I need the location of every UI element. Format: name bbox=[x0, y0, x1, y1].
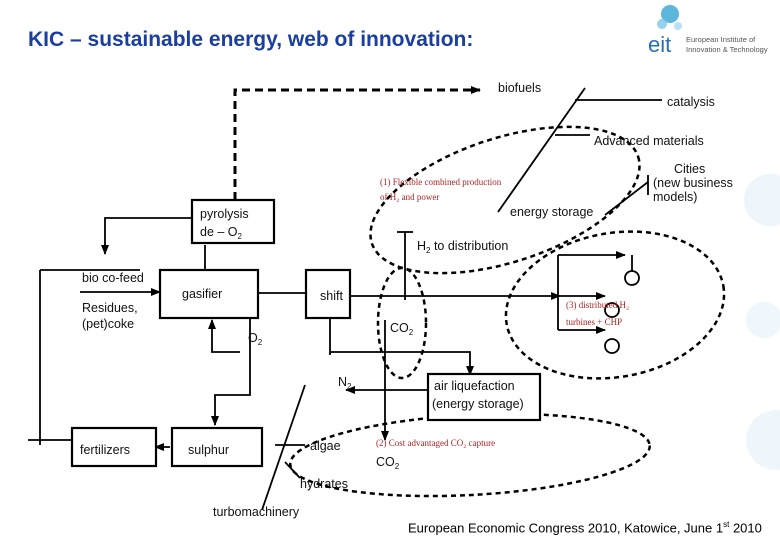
fertilizers-box bbox=[70, 426, 158, 468]
footer-caption: European Economic Congress 2010, Katowic… bbox=[408, 520, 762, 536]
turbomachinery-label: turbomachinery bbox=[213, 505, 300, 519]
background-decoration bbox=[744, 174, 780, 470]
page-title: KIC – sustainable energy, web of innovat… bbox=[28, 28, 474, 51]
cluster-ellipse-flexible bbox=[369, 125, 641, 275]
sulphur-label: sulphur bbox=[188, 443, 229, 457]
pyrolysis-label-line2: de – O2 bbox=[200, 225, 243, 241]
cities-label-line3: models) bbox=[653, 190, 697, 204]
algae-label: algae bbox=[310, 439, 341, 453]
gasifier-label: gasifier bbox=[182, 287, 222, 301]
annotation-flexible-line2: of H₂ and power bbox=[380, 192, 439, 202]
pyrolysis-label-line1: pyrolysis bbox=[200, 207, 249, 221]
logo-line2: Innovation & Technology bbox=[686, 45, 768, 54]
cities-connector bbox=[604, 181, 649, 216]
o2-label: O2 bbox=[248, 331, 263, 347]
biofuels-label: biofuels bbox=[498, 81, 541, 95]
flow-pyrolysis-left bbox=[101, 217, 192, 255]
co2-label-upper: CO2 bbox=[390, 321, 414, 337]
n2-label: N2 bbox=[338, 375, 352, 391]
turbomachinery-diagonal bbox=[261, 384, 306, 511]
air-liquefaction-label-line2: (energy storage) bbox=[432, 397, 524, 411]
energy-storage-label: energy storage bbox=[510, 205, 593, 219]
hydrates-label: hydrates bbox=[300, 477, 348, 491]
residues-label-line2: (pet)coke bbox=[82, 317, 134, 331]
eit-logo: eit European Institute of Innovation & T… bbox=[648, 5, 768, 57]
logo-mark: eit bbox=[648, 32, 671, 57]
cluster-ellipse-capture bbox=[288, 412, 652, 498]
logo-bubble-icon bbox=[674, 22, 682, 30]
air-liquefaction-label-line1: air liquefaction bbox=[434, 379, 515, 393]
catalysis-label: catalysis bbox=[667, 95, 715, 109]
cluster-ellipse-co2 bbox=[376, 266, 428, 380]
shift-box bbox=[304, 268, 352, 320]
cities-label-line2: (new business bbox=[653, 176, 733, 190]
cities-label-line1: Cities bbox=[674, 162, 705, 176]
sulphur-box bbox=[170, 426, 264, 468]
flow-gasifier-sulphur bbox=[211, 318, 251, 426]
pyrolysis-box bbox=[190, 198, 276, 245]
turbine-node-3 bbox=[604, 338, 620, 354]
gasifier-box bbox=[158, 268, 260, 320]
logo-bubble-icon bbox=[661, 5, 679, 23]
h2-distribution-label: H2 to distribution bbox=[417, 239, 508, 255]
flow-co2-air-liquefaction bbox=[330, 351, 474, 376]
annotation-distributed-line1: (3) distributed H₂ bbox=[566, 300, 629, 310]
turbine-node-2 bbox=[604, 302, 620, 318]
bio-cofeed-label: bio co-feed bbox=[82, 271, 144, 285]
residues-label-line1: Residues, bbox=[82, 301, 138, 315]
annotation-flexible-line1: (1) Flexible combined production bbox=[380, 177, 502, 187]
turbine-node-1 bbox=[624, 270, 640, 286]
air-liquefaction-box bbox=[426, 372, 542, 422]
biofuels-diagonal-1 bbox=[497, 87, 586, 213]
annotation-distributed-line2: turbines + CHP bbox=[566, 317, 622, 327]
flow-o2-gasifier bbox=[208, 319, 240, 353]
cluster-ellipse-distributed bbox=[504, 230, 726, 380]
fertilizers-label: fertilizers bbox=[80, 443, 130, 457]
shift-label: shift bbox=[320, 289, 343, 303]
annotation-cost-capture: (2) Cost advantaged CO₂ capture bbox=[376, 438, 495, 448]
logo-bubble-icon bbox=[657, 19, 667, 29]
co2-label-lower: CO2 bbox=[376, 455, 400, 471]
flow-pyrolysis-biofuels bbox=[233, 86, 481, 200]
logo-line1: European Institute of bbox=[686, 35, 756, 44]
advanced-materials-label: Advanced materials bbox=[594, 134, 704, 148]
hydrates-connector bbox=[284, 461, 301, 479]
